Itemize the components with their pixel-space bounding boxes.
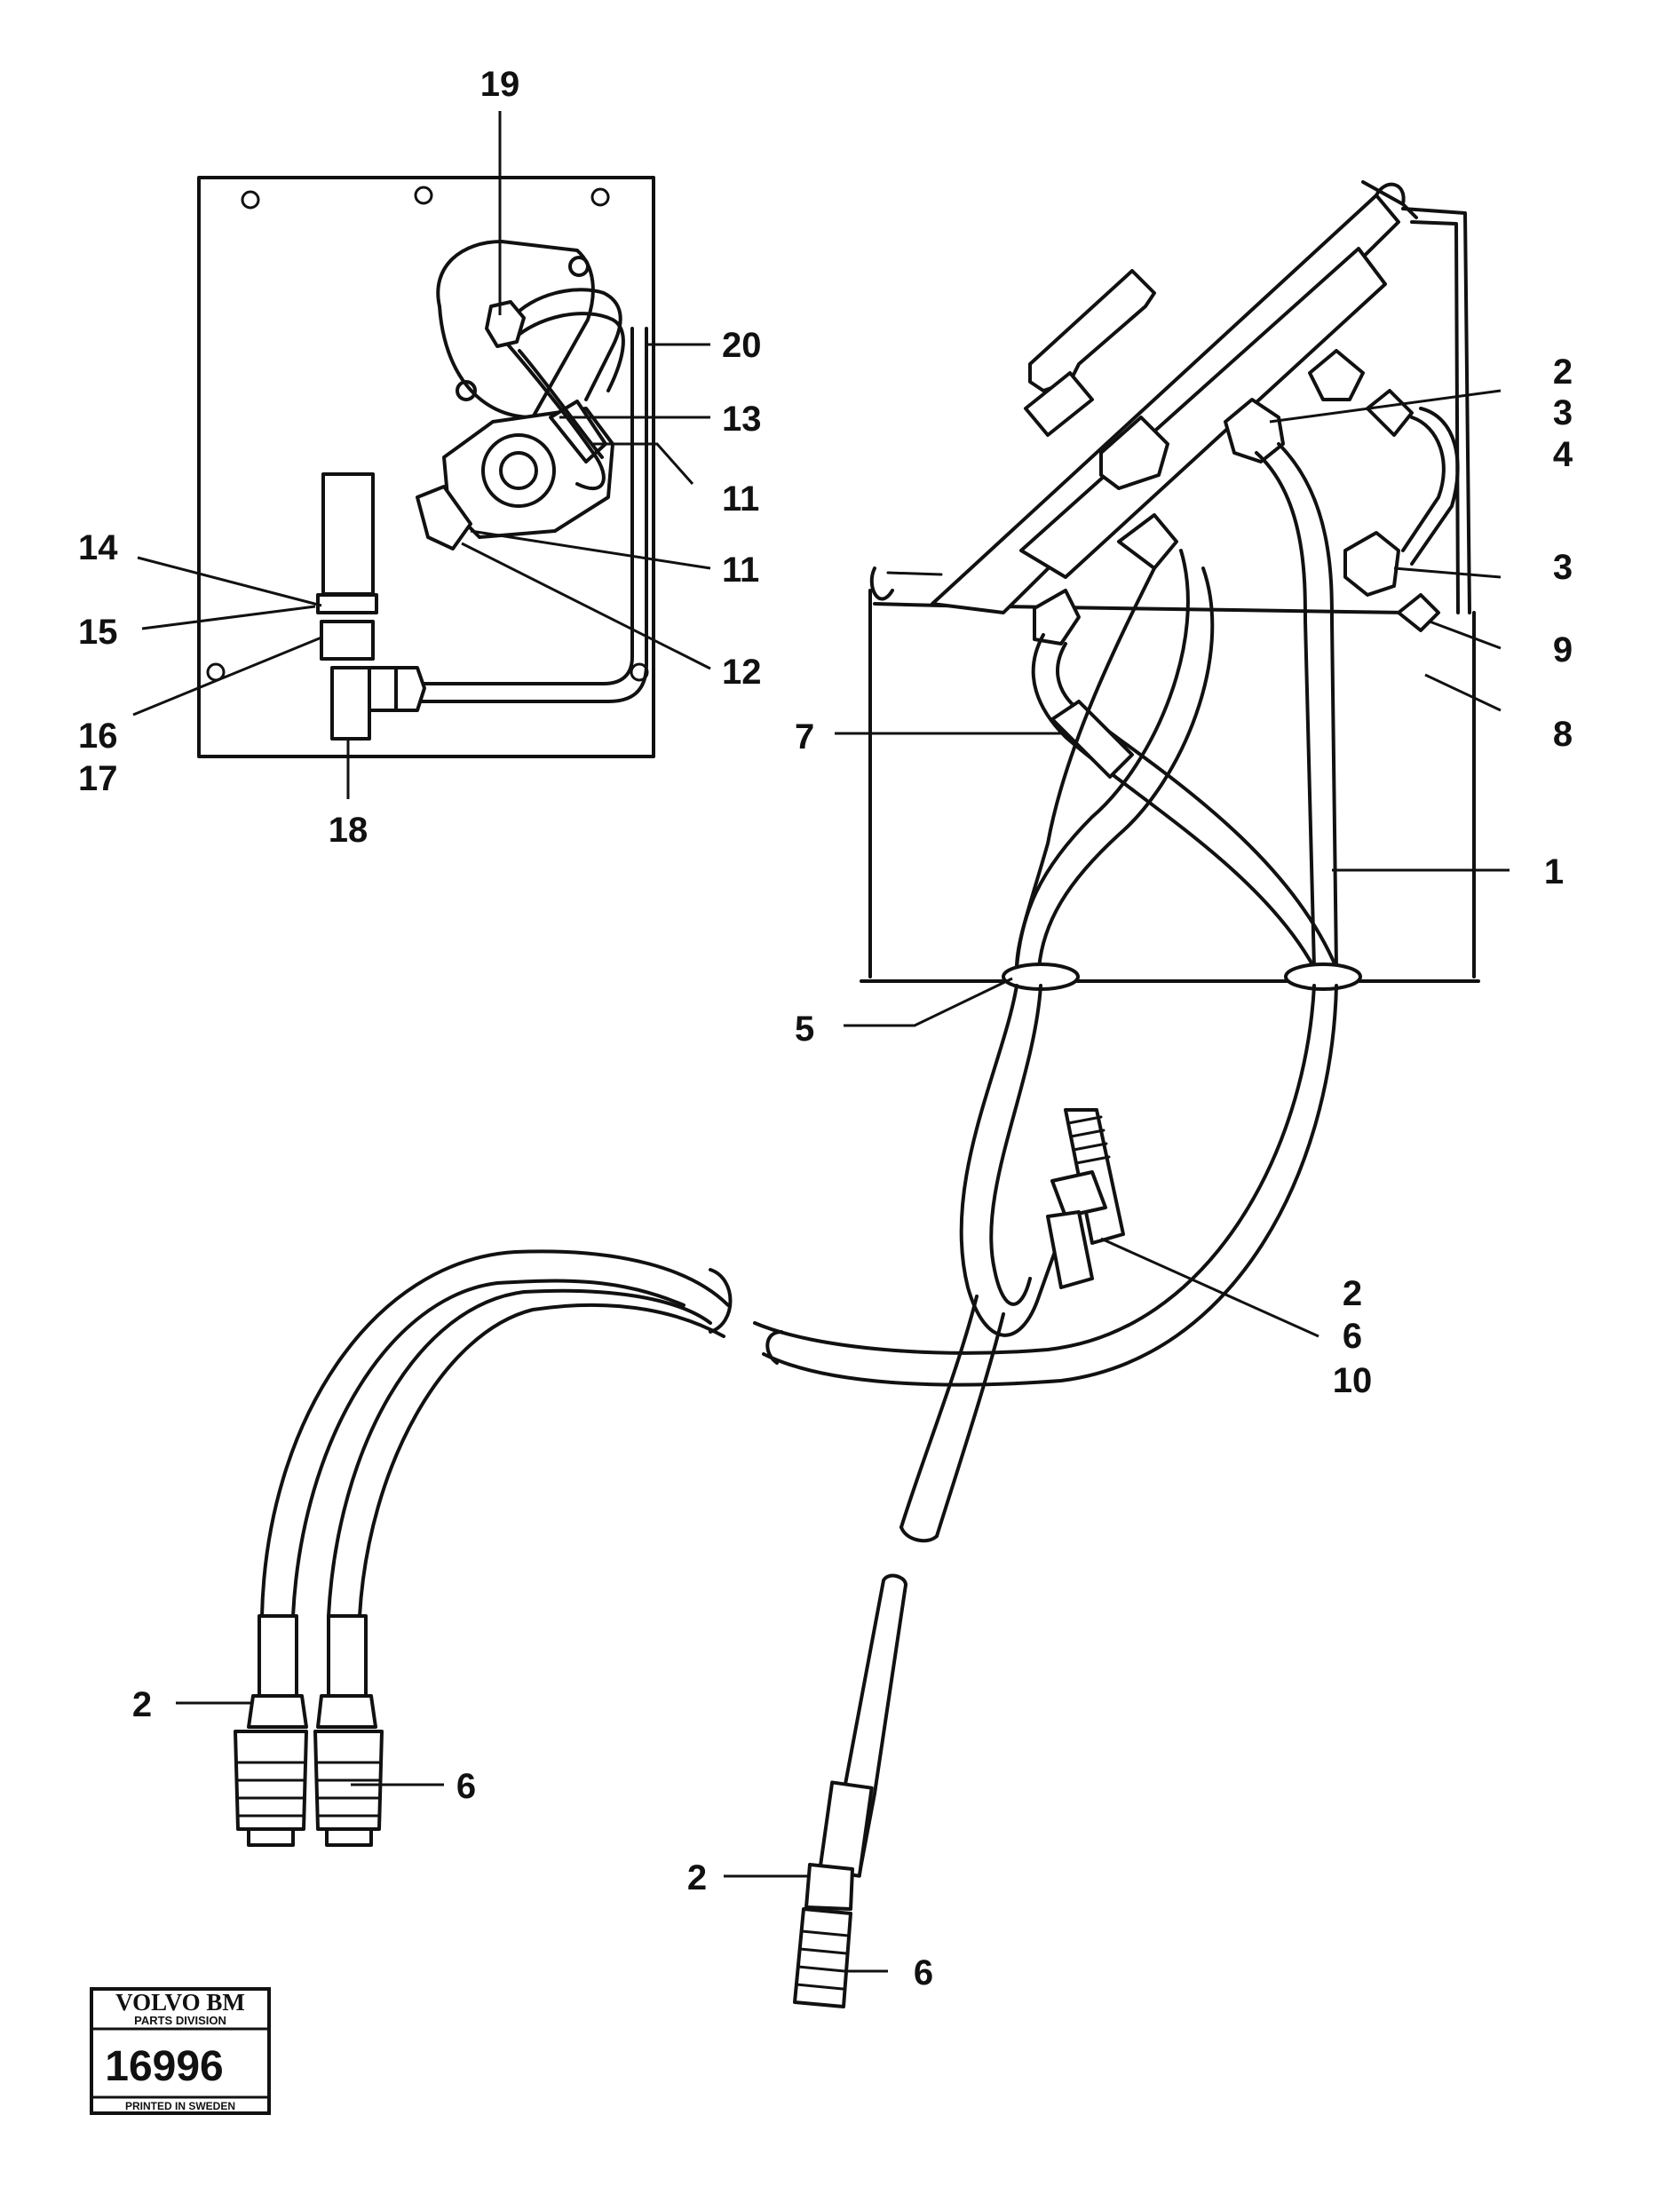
callout-19: 19 xyxy=(480,65,520,104)
leader-lines xyxy=(132,111,1510,1973)
tube-to-tee xyxy=(420,327,648,703)
valve-bank xyxy=(931,180,1471,614)
fitting-2-3-4 xyxy=(1224,398,1285,463)
callout-11-lower: 11 xyxy=(722,551,759,590)
callout-15: 15 xyxy=(78,613,118,652)
tee-fitting xyxy=(316,472,426,741)
bank-fittings xyxy=(1033,349,1440,646)
tube-loop-20 xyxy=(500,288,625,490)
callout-6-bottom: 6 xyxy=(914,1953,933,1992)
callout-2-bottom: 2 xyxy=(687,1858,707,1897)
main-assembly xyxy=(234,180,1480,2008)
callout-16: 16 xyxy=(78,717,118,756)
hoses-below xyxy=(753,984,1338,1543)
quick-coupling-10 xyxy=(1046,1108,1125,1289)
hose-7 xyxy=(1031,633,1338,970)
callout-9: 9 xyxy=(1553,630,1573,669)
stamp-number: 16996 xyxy=(105,2043,223,2090)
stamp-brand: VOLVO BM xyxy=(115,1989,245,2016)
hose-nut-left-a xyxy=(247,1694,308,1729)
callout-labels: 19 20 13 11 11 12 14 15 16 17 18 2 3 4 3… xyxy=(78,65,1573,1992)
tank-box xyxy=(860,566,1480,983)
callout-4: 4 xyxy=(1553,435,1573,474)
callout-11-upper: 11 xyxy=(722,479,759,519)
callout-18: 18 xyxy=(329,811,368,850)
hose-crossing xyxy=(1015,549,1215,970)
fitting-3 xyxy=(1343,531,1400,597)
hose-nut-2 xyxy=(804,1863,854,1911)
valve-body xyxy=(416,400,614,551)
callout-2-mid: 2 xyxy=(1343,1274,1362,1313)
hose-nut-left-b xyxy=(316,1694,377,1729)
hose-sleeve-7 xyxy=(1050,700,1134,779)
callout-6-left: 6 xyxy=(456,1767,476,1806)
hose-pair-left xyxy=(234,1249,733,1847)
coupling-6 xyxy=(793,1907,852,2008)
valve-lever-bracket xyxy=(1028,269,1156,392)
callout-7: 7 xyxy=(795,717,814,756)
hose-lower-segment xyxy=(793,1573,907,2008)
grommets-5 xyxy=(1002,962,1362,991)
callout-14: 14 xyxy=(78,528,118,567)
stamp-footer: PRINTED IN SWEDEN xyxy=(125,2100,235,2112)
callout-2-left: 2 xyxy=(132,1685,152,1724)
callout-17: 17 xyxy=(78,759,118,798)
callout-8: 8 xyxy=(1553,715,1573,754)
callout-10: 10 xyxy=(1333,1361,1373,1400)
stamp-division: PARTS DIVISION xyxy=(134,2014,226,2027)
callout-3-top: 3 xyxy=(1553,393,1573,432)
callout-20: 20 xyxy=(722,326,762,365)
mounting-plate xyxy=(197,176,655,758)
callout-1: 1 xyxy=(1544,852,1564,891)
callout-13: 13 xyxy=(722,400,762,439)
hose-sleeve-left-a xyxy=(258,1614,298,1702)
callout-3-mid: 3 xyxy=(1553,548,1573,587)
fitting-9 xyxy=(1397,593,1440,632)
inset-panel xyxy=(197,176,655,758)
pressure-gauge-body xyxy=(321,472,375,596)
parts-stamp: VOLVO BM PARTS DIVISION 16996 PRINTED IN… xyxy=(90,1987,271,2115)
callout-5: 5 xyxy=(795,1010,814,1049)
hose-1 xyxy=(1255,442,1338,970)
callout-12: 12 xyxy=(722,653,762,692)
callout-6-mid: 6 xyxy=(1343,1317,1362,1356)
hose-sleeve-left-b xyxy=(327,1614,368,1702)
callout-2-top: 2 xyxy=(1553,352,1573,392)
union-nut-19 xyxy=(485,300,526,348)
